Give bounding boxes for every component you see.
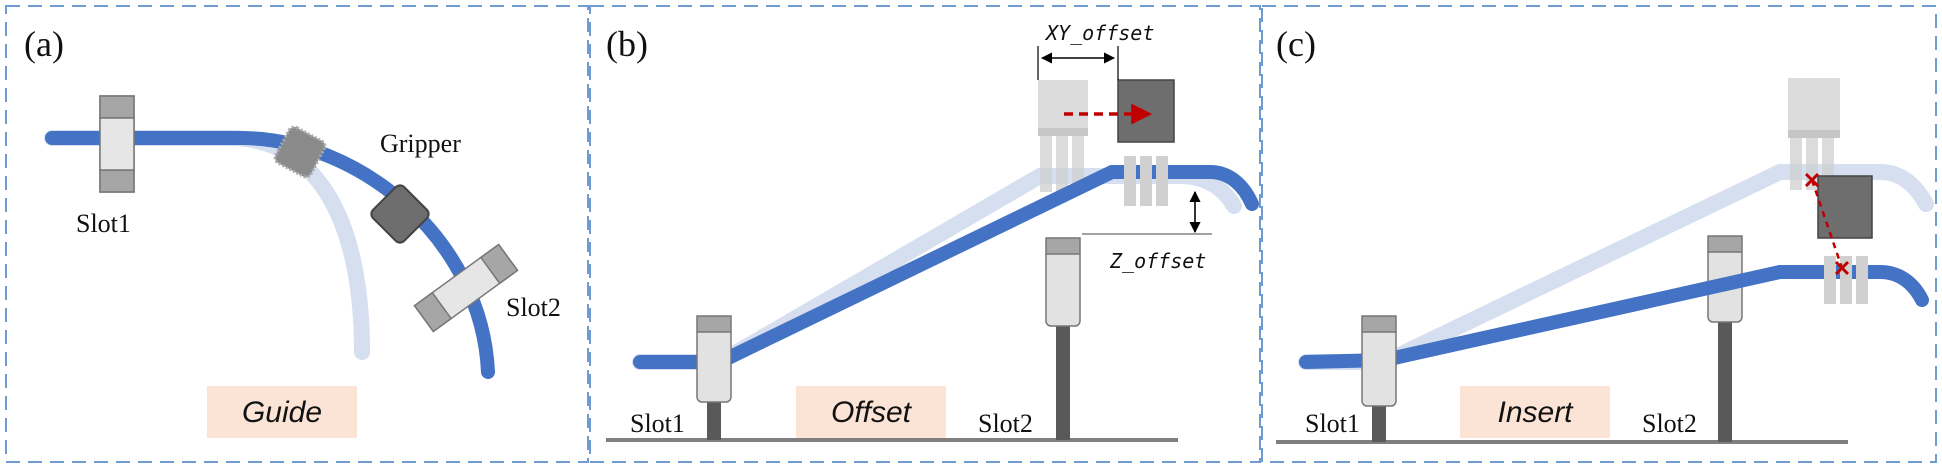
ghost-gripper	[1788, 78, 1840, 190]
xy-offset-label: XY_offset	[1044, 21, 1154, 45]
cross-icon-bottom	[1834, 260, 1850, 276]
slot2-label: Slot2	[978, 409, 1033, 438]
cross-icon-top	[1804, 172, 1820, 188]
panel-b: (b)	[606, 21, 1259, 442]
ghost-gripper	[1038, 80, 1088, 192]
slot1	[99, 95, 135, 193]
cable	[1299, 265, 1929, 369]
slot1	[696, 315, 732, 440]
red-insert-path	[1810, 179, 1844, 269]
step-label-offset: Offset	[831, 396, 913, 429]
gripper-icon	[1817, 175, 1873, 304]
panel-a-tag: (a)	[24, 24, 64, 64]
gripper-icon	[1117, 79, 1175, 206]
slot1-label: Slot1	[630, 409, 685, 438]
slot2-label: Slot2	[1642, 409, 1697, 438]
gripper-icon	[370, 184, 430, 244]
step-label-guide: Guide	[242, 396, 322, 429]
step-box	[796, 386, 946, 438]
z-offset-label: Z_offset	[1109, 249, 1206, 273]
panel-a-frame	[5, 5, 589, 463]
panel-a: (a) Slot1 Gripper Slot2 Gu	[24, 24, 561, 438]
step-box	[1460, 386, 1610, 438]
panel-b-tag: (b)	[606, 24, 648, 64]
slot2-label: Slot2	[506, 293, 561, 322]
slot2	[1045, 237, 1081, 440]
slot1	[1361, 315, 1397, 442]
step-label-insert: Insert	[1497, 396, 1574, 429]
panel-c-frame	[1261, 5, 1937, 463]
slot2	[1707, 235, 1743, 442]
gripper-label: Gripper	[380, 129, 461, 158]
ghost-cable	[632, 168, 1242, 370]
panel-c-tag: (c)	[1276, 24, 1316, 64]
slot2	[413, 243, 519, 333]
step-box	[207, 386, 357, 438]
panel-b-frame	[589, 5, 1261, 463]
slot1-label: Slot1	[1305, 409, 1360, 438]
ghost-gripper	[273, 125, 327, 179]
panel-c: (c)	[1276, 24, 1934, 444]
ghost-cable	[44, 130, 370, 360]
slot1-label: Slot1	[76, 209, 131, 238]
